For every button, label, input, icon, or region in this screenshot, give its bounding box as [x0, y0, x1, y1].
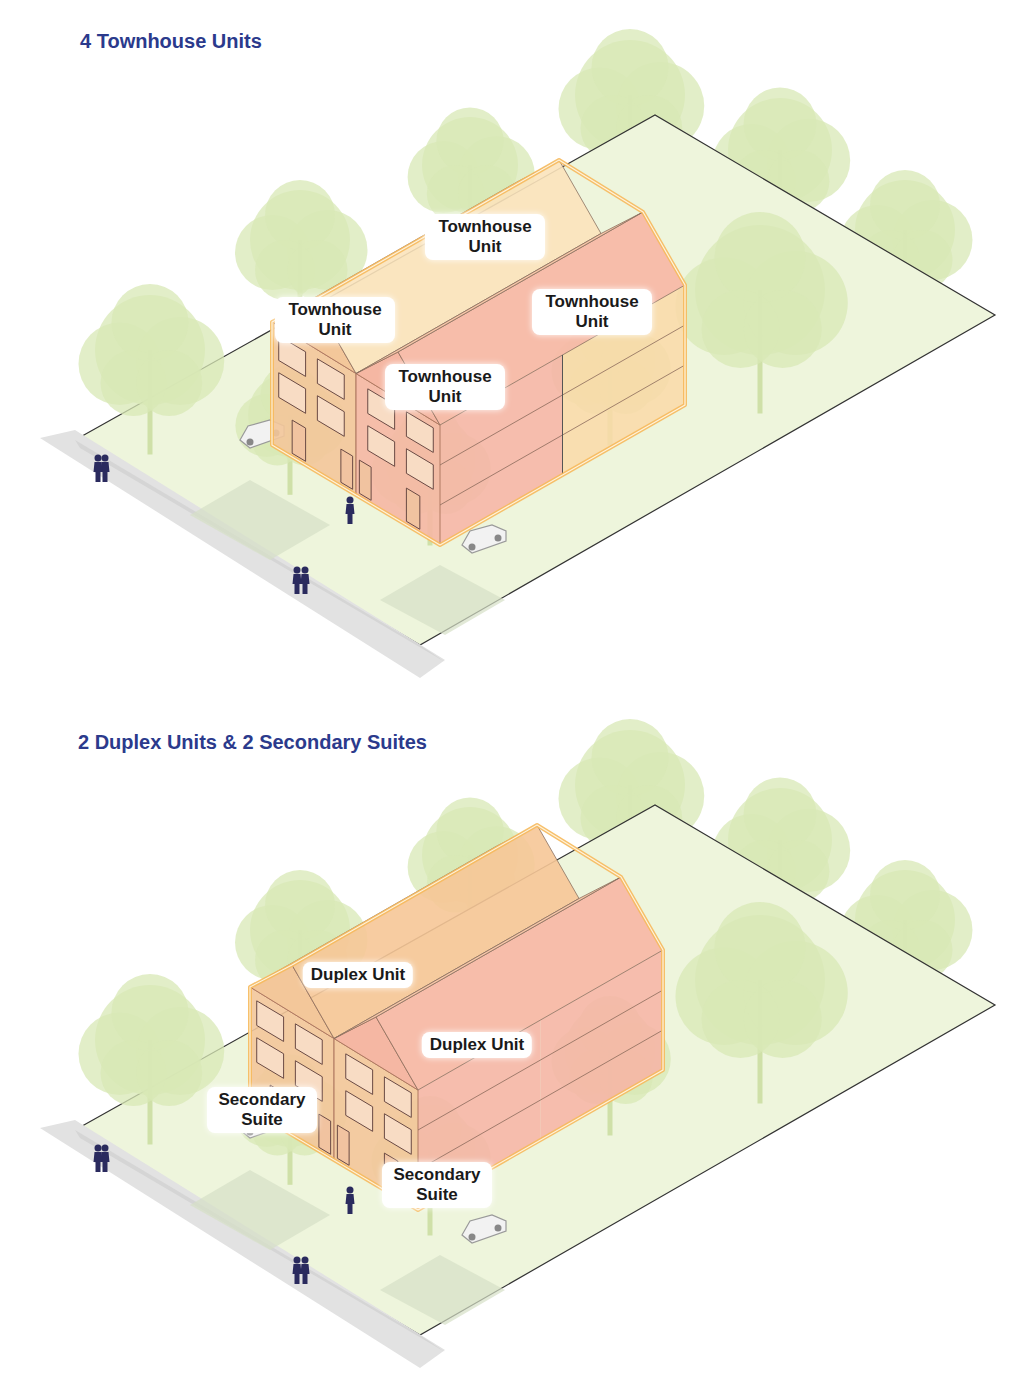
unit-label: Townhouse Unit: [385, 364, 505, 410]
shape: [317, 396, 344, 437]
person: [294, 567, 301, 574]
person: [94, 462, 103, 482]
shape: [380, 1255, 505, 1325]
tree-crown: [112, 974, 189, 1051]
shape: [359, 460, 371, 500]
shape: [380, 565, 505, 635]
shape: [272, 160, 685, 545]
person: [293, 574, 302, 594]
shape: [384, 1114, 411, 1155]
shape: [257, 1038, 284, 1079]
person: [301, 1264, 310, 1284]
car: [462, 1215, 506, 1243]
shape: [384, 1077, 411, 1118]
tree-crown: [112, 284, 189, 361]
tree-crown: [715, 212, 806, 303]
shape: [346, 1091, 373, 1132]
shape: [368, 426, 395, 467]
heading: 2 Duplex Units & 2 Secondary Suites: [78, 731, 427, 754]
tree-crown: [136, 1040, 202, 1106]
tree-crown: [436, 107, 503, 174]
person: [346, 504, 355, 524]
tree-crown: [744, 980, 822, 1058]
shape: [75, 805, 995, 1335]
shape: [317, 359, 344, 400]
unit-label: Duplex Unit: [303, 962, 413, 988]
person: [95, 455, 102, 462]
tree-crown: [265, 870, 335, 940]
tree-crown: [744, 778, 817, 851]
person: [95, 1145, 102, 1152]
shape: [190, 1170, 330, 1250]
shape: [319, 1114, 331, 1154]
person: [347, 497, 354, 504]
tree-crown: [265, 180, 335, 250]
person: [102, 1145, 109, 1152]
shape: [250, 825, 663, 1210]
unit-divider: [562, 355, 563, 475]
unit-label: Townhouse Unit: [275, 297, 395, 343]
person: [293, 1264, 302, 1284]
tree-crown: [715, 902, 806, 993]
scene: [40, 719, 995, 1368]
unit-label: Duplex Unit: [422, 1032, 532, 1058]
shape: [406, 412, 433, 453]
shape: [334, 877, 621, 1039]
shape: [346, 1054, 373, 1095]
unit-label: Secondary Suite: [207, 1087, 317, 1133]
tree-crown: [136, 350, 202, 416]
unit-label: Townhouse Unit: [532, 289, 652, 335]
tree-crown: [592, 29, 669, 106]
floor-line: [418, 1030, 663, 1170]
shape: [295, 1024, 322, 1065]
tree-crown: [870, 860, 940, 930]
shape: [406, 449, 433, 490]
shape: [406, 488, 419, 529]
tree-crown: [870, 170, 940, 240]
car-wheel: [247, 439, 254, 446]
car-wheel: [495, 535, 502, 542]
person: [302, 567, 309, 574]
car-wheel: [469, 544, 476, 551]
shape: [40, 1120, 445, 1368]
shape: [337, 1125, 349, 1165]
heading: 4 Townhouse Units: [80, 30, 262, 53]
person: [301, 574, 310, 594]
person: [347, 1187, 354, 1194]
car-wheel: [495, 1225, 502, 1232]
person: [294, 1257, 301, 1264]
car-wheel: [469, 1234, 476, 1241]
unit-label: Townhouse Unit: [425, 214, 545, 260]
tree-crown: [744, 88, 817, 161]
unit-label: Secondary Suite: [382, 1162, 492, 1208]
person: [102, 455, 109, 462]
person: [94, 1152, 103, 1172]
shape: [250, 825, 663, 1210]
shape: [272, 160, 685, 545]
scene: [40, 29, 995, 678]
person: [302, 1257, 309, 1264]
shape: [190, 480, 330, 560]
shape: [75, 115, 995, 645]
tree-crown: [592, 719, 669, 796]
shape: [279, 373, 306, 414]
floor-line: [418, 990, 663, 1130]
tree-crown: [744, 290, 822, 368]
shape: [341, 449, 353, 489]
shape: [376, 877, 663, 1090]
shape: [257, 1001, 284, 1042]
person: [346, 1194, 355, 1214]
shape: [292, 420, 305, 461]
